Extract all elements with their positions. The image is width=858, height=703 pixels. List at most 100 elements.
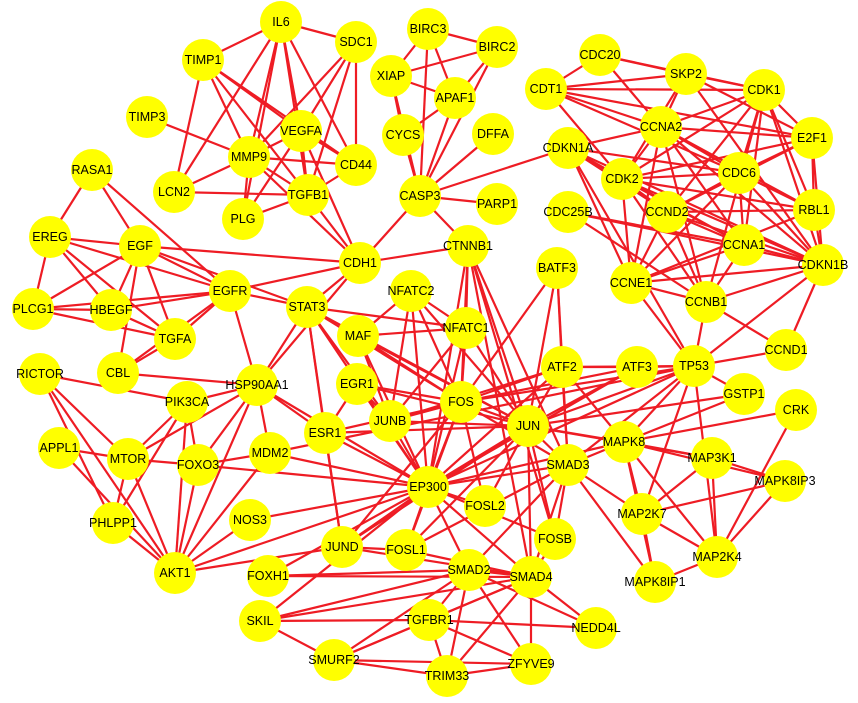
- node-maf: MAF: [337, 315, 379, 357]
- edge-junb-jun: [389, 419, 529, 428]
- edge-cdh1-egf: [139, 244, 361, 265]
- node-mapk8ip3: MAPK8IP3: [754, 460, 816, 502]
- node-circle: [280, 110, 322, 152]
- edge-atf2-ep300: [427, 366, 563, 488]
- node-nfatc2: NFATC2: [388, 270, 435, 312]
- edge-jun-smad4: [526, 425, 533, 578]
- node-smurf2: SMURF2: [308, 639, 360, 681]
- node-label: MAP2K7: [617, 507, 666, 521]
- node-mtor: MTOR: [107, 438, 149, 480]
- node-circle: [222, 198, 264, 240]
- node-circle: [525, 68, 567, 110]
- node-label: MMP9: [231, 150, 267, 164]
- edge-e2f1-cdk2: [621, 136, 813, 181]
- node-circle: [616, 346, 658, 388]
- node-label: APAF1: [436, 91, 475, 105]
- edge-cdc25b-cdkn1b: [567, 210, 824, 267]
- node-label: CASP3: [400, 189, 441, 203]
- edge-tp53-map2k7: [640, 365, 696, 515]
- node-circle: [38, 427, 80, 469]
- node-label: MAP2K4: [692, 550, 741, 564]
- edge-lcn2-tgfb1: [173, 190, 309, 197]
- node-fosl1: FOSL1: [385, 529, 427, 571]
- node-circle: [472, 113, 514, 155]
- node-circle: [547, 191, 589, 233]
- node-mdm2: MDM2: [249, 432, 291, 474]
- node-circle: [723, 224, 765, 266]
- node-circle: [126, 96, 168, 138]
- node-label: SMURF2: [308, 653, 359, 667]
- node-circle: [646, 191, 688, 233]
- edge-tp53-smad3: [567, 365, 695, 466]
- node-label: PHLPP1: [89, 516, 137, 530]
- edge-timp1-lcn2: [172, 59, 205, 193]
- node-circle: [336, 363, 378, 405]
- edge-sdc1-mmp9: [248, 41, 357, 158]
- node-label: PLCG1: [13, 302, 54, 316]
- node-label: TIMP1: [185, 53, 222, 67]
- node-fos: FOS: [440, 381, 482, 423]
- node-skil: SKIL: [239, 600, 281, 642]
- node-label: NFATC2: [388, 284, 435, 298]
- node-smad3: SMAD3: [546, 444, 590, 486]
- node-circle: [249, 432, 291, 474]
- node-circle: [426, 655, 468, 697]
- edge-skil-tgfbr1: [259, 618, 430, 623]
- edge-smad2-smurf2: [333, 569, 470, 661]
- edge-crk-map2k4: [716, 409, 797, 558]
- node-timp1: TIMP1: [182, 39, 224, 81]
- node-circle: [97, 352, 139, 394]
- node-label: CDH1: [343, 256, 377, 270]
- node-label: EP300: [409, 480, 447, 494]
- node-circle: [464, 485, 506, 527]
- edge-mapk8ip3-map2k7: [641, 479, 786, 516]
- node-label: CDC6: [722, 166, 756, 180]
- node-label: PIK3CA: [165, 395, 210, 409]
- edge-ccna2-cdkn1b: [660, 126, 824, 266]
- node-label: CDKN1A: [543, 141, 594, 155]
- node-label: CRK: [783, 403, 810, 417]
- node-xiap: XIAP: [370, 55, 412, 97]
- node-tp53: TP53: [673, 345, 715, 387]
- node-label: HBEGF: [89, 303, 132, 317]
- node-ccnd1: CCND1: [764, 329, 808, 371]
- node-ccna1: CCNA1: [723, 224, 765, 266]
- node-map2k7: MAP2K7: [617, 493, 667, 535]
- node-circle: [723, 373, 765, 415]
- node-label: NFATC1: [443, 321, 490, 335]
- node-label: RBL1: [798, 203, 829, 217]
- node-circle: [239, 600, 281, 642]
- node-circle: [536, 247, 578, 289]
- node-label: SMAD4: [509, 570, 552, 584]
- node-fosb: FOSB: [534, 518, 576, 560]
- node-egr1: EGR1: [336, 363, 378, 405]
- node-sdc1: SDC1: [335, 21, 377, 63]
- node-label: EREG: [32, 230, 67, 244]
- node-label: E2F1: [797, 131, 827, 145]
- node-circle: [603, 421, 645, 463]
- edge-smad2-skil: [259, 568, 470, 623]
- node-e2f1: E2F1: [791, 117, 833, 159]
- edge-batf3-fos: [460, 267, 558, 403]
- node-ctnnb1: CTNNB1: [443, 225, 493, 267]
- node-label: CCNE1: [610, 276, 652, 290]
- node-circle: [90, 289, 132, 331]
- node-label: FOXO3: [177, 458, 219, 472]
- node-label: MDM2: [252, 446, 289, 460]
- node-label: XIAP: [377, 69, 406, 83]
- node-label: PARP1: [477, 197, 517, 211]
- node-label: MAF: [345, 329, 372, 343]
- edge-pik3ca-phlpp1: [112, 401, 188, 524]
- edge-ep300-mapk8: [427, 440, 625, 489]
- node-label: RICTOR: [16, 367, 64, 381]
- node-label: FOSL2: [465, 499, 505, 513]
- node-mapk8: MAPK8: [603, 421, 645, 463]
- edge-jun-fosl1: [405, 425, 529, 551]
- node-label: CCND1: [764, 343, 807, 357]
- node-circle: [154, 552, 196, 594]
- node-label: CD44: [340, 158, 372, 172]
- node-batf3: BATF3: [536, 247, 578, 289]
- node-label: CYCS: [386, 128, 421, 142]
- node-label: CCND2: [645, 205, 688, 219]
